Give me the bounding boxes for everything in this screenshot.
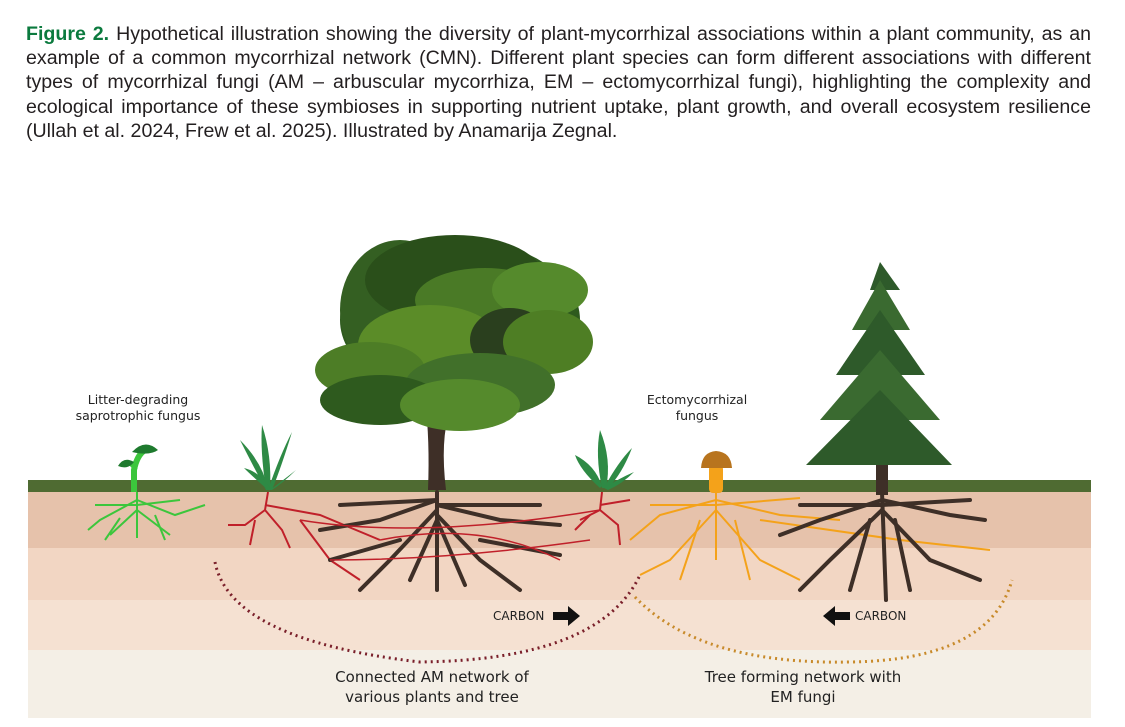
label-am-network-line2: various plants and tree [345, 688, 519, 706]
saprotrophic-fungus [87, 444, 206, 541]
label-carbon-left: CARBON [493, 609, 544, 623]
carbon-flow-left: CARBON [823, 606, 906, 626]
label-carbon-right: CARBON [855, 609, 906, 623]
caption-text: Hypothetical illustration showing the di… [26, 23, 1091, 142]
figure-label: Figure 2. [26, 23, 110, 45]
label-em-network-line1: Tree forming network with [704, 668, 901, 686]
label-am-network-line1: Connected AM network of [335, 668, 529, 686]
conifer-tree [778, 262, 987, 602]
label-em-network-line2: EM fungi [770, 688, 835, 706]
grass-strip [28, 480, 1091, 492]
am-network-boundary [213, 561, 642, 664]
carbon-flow-right: CARBON [493, 606, 580, 626]
leafy-plant-right [574, 430, 634, 546]
arrow-left-icon [823, 606, 850, 626]
label-ecto-line1: Ectomycorrhizal [647, 392, 747, 407]
label-ecto-line2: fungus [676, 408, 719, 423]
broadleaf-tree [299, 235, 601, 592]
arrow-right-icon [553, 606, 580, 626]
label-saprotrophic-line2: saprotrophic fungus [76, 408, 201, 423]
figure-caption: Figure 2. Hypothetical illustration show… [26, 22, 1091, 143]
soil-profile [28, 480, 1091, 718]
label-saprotrophic-line1: Litter-degrading [88, 392, 188, 407]
